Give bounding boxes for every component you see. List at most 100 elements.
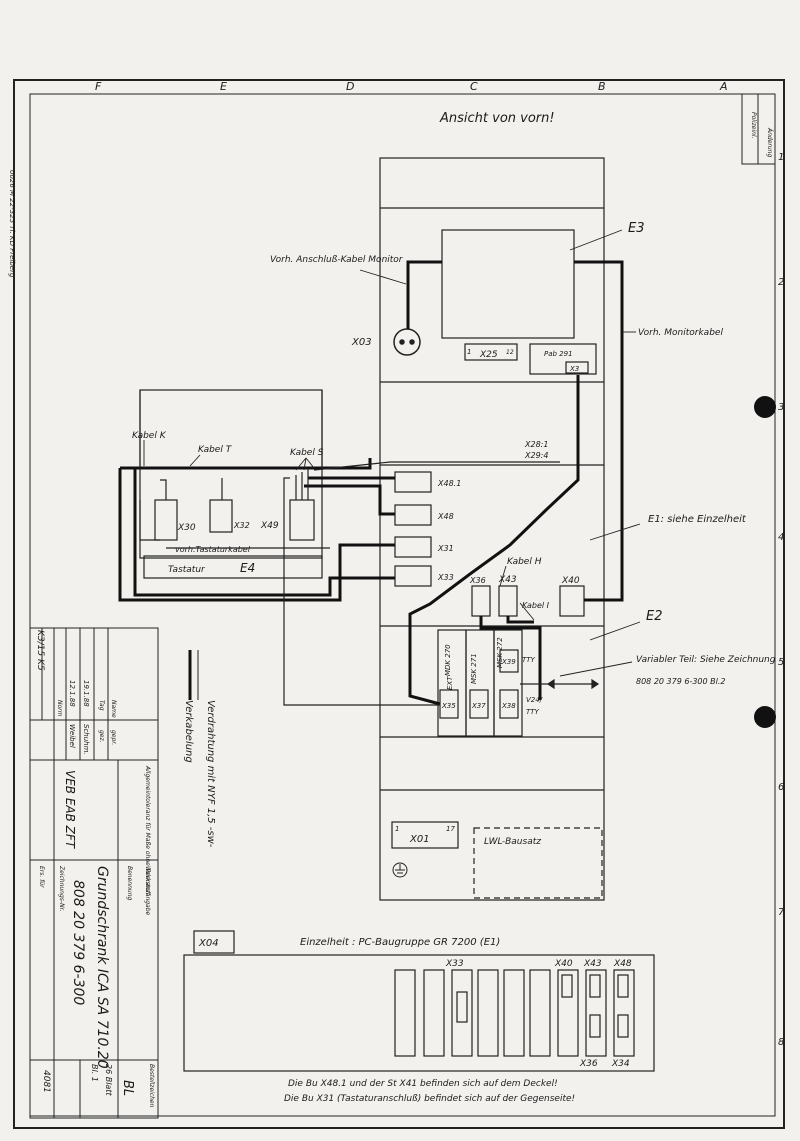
x31-connector: [394, 536, 432, 558]
leader-lines: [143, 229, 641, 677]
tb-date2: 19.1.88: [82, 680, 90, 707]
legend-thick: Verkabelung: [183, 700, 194, 763]
zone-number-4: 4: [778, 532, 784, 543]
monitor-cable-label: Vorh. Anschluß-Kabel Monitor: [270, 255, 404, 265]
e3-label: E3: [628, 221, 645, 236]
variabler-label: Variabler Teil: Siehe Zeichnung: [636, 655, 776, 665]
x49-plug: [289, 499, 315, 541]
zone-letter-e: E: [220, 80, 227, 93]
detail-x33: X33: [445, 959, 464, 969]
zone-letter-f: F: [95, 80, 102, 93]
tastatur-e4: [143, 555, 323, 579]
x32-plug: [209, 499, 233, 533]
svg-text:Polizeinl.: Polizeinl.: [750, 112, 757, 139]
x48-1-label: X48.1: [437, 479, 461, 488]
tb-ersatz: Ers. für: [38, 866, 45, 888]
cabinet: [379, 157, 605, 901]
x43-connector: [498, 585, 518, 617]
x01-pin17: 17: [446, 825, 455, 833]
x38-label: X38: [501, 702, 516, 710]
tb-company: VEB EAB ZFT: [63, 770, 77, 850]
x48-label: X48: [437, 512, 454, 521]
detail-x34: X34: [611, 1059, 630, 1069]
svg-text:Änderung: Änderung: [766, 127, 773, 157]
detail-title: Einzelheit : PC-Baugruppe GR 7200 (E1): [300, 937, 500, 948]
note-line2: Die Bu X31 (Tastaturanschluß) befindet s…: [284, 1094, 575, 1104]
x39-label: X39: [501, 658, 516, 666]
detail-labels: X04 Einzelheit : PC-Baugruppe GR 7200 (E…: [198, 937, 632, 1069]
zone-letter-d: D: [346, 80, 354, 93]
zone-letter-b: B: [598, 80, 606, 93]
zone-number-3: 3: [778, 402, 784, 413]
tb-benennung: Benennung: [126, 866, 133, 901]
x36-connector: [471, 585, 491, 617]
x01-label: X01: [409, 834, 430, 845]
tb-material: Werkstoff: [144, 866, 151, 896]
tb-norm: Norm: [56, 700, 63, 717]
x35-label: X35: [441, 702, 456, 710]
tb-doc-no: 4081: [41, 1070, 51, 1093]
x33-connector: [394, 565, 432, 587]
x49-label: X49: [260, 521, 279, 531]
x36-label: X36: [469, 576, 486, 585]
tb-sheet-no: Bl. 1: [90, 1064, 99, 1082]
tty2-label: TTY: [526, 708, 540, 716]
tb-name: Grundschrank ICA SA 710.20: [94, 866, 110, 1069]
x25-label: X25: [479, 350, 498, 360]
tb-zeichnungsnr-label: Zeichnungs-Nr.: [58, 865, 65, 911]
outer-frame: [13, 79, 785, 1129]
tastatur-label: Tastatur: [168, 565, 206, 575]
zone-number-2: 2: [778, 277, 784, 288]
lwl-bausatz: [473, 827, 603, 899]
lwl-label: LWL-Bausatz: [484, 837, 541, 847]
x30-label: X30: [177, 523, 196, 533]
x30-plug: [154, 499, 178, 541]
x31-label: X31: [437, 544, 454, 553]
cables-thick: [118, 260, 624, 706]
tb-code: K3/15 K5: [35, 630, 45, 671]
ground-icon: [392, 862, 408, 878]
tty-label: TTY: [522, 656, 536, 664]
title-block-text: K3/15 K5 12.1.88 19.1.88 gez. gepr. Weib…: [35, 630, 155, 1108]
tb-gepr: gepr.: [110, 730, 117, 745]
x29-label: X29:4: [524, 451, 548, 460]
x04-box: [193, 930, 235, 954]
zone-number-5: 5: [778, 657, 784, 668]
detail-board: [183, 930, 655, 1072]
x03-label: X03: [351, 337, 372, 348]
detail-x43: X43: [583, 959, 602, 969]
note-line1: Die Bu X48.1 und der St X41 befinden sic…: [288, 1079, 558, 1089]
tb-sheet-label: Bestellzeichen: [148, 1064, 155, 1108]
variabler-number: 808 20 379 6-300 Bl.2: [636, 677, 725, 686]
tb-name-col: Name: [110, 700, 117, 718]
zone-letter-c: C: [470, 80, 478, 93]
punch-hole-bottom: [754, 706, 776, 728]
kabel-t-label: Kabel T: [198, 445, 233, 455]
x40-connector: [559, 585, 585, 617]
detail-x36: X36: [579, 1059, 598, 1069]
x01-terminal: [391, 821, 459, 849]
e2-label: E2: [646, 609, 663, 624]
x33-label: X33: [437, 573, 454, 582]
zone-number-7: 7: [778, 907, 785, 918]
x3-label: X3: [569, 365, 579, 373]
cables-thin: [139, 390, 600, 706]
mdk-label: MDK 270: [444, 644, 452, 676]
tb-sheets: 26 Blatt: [104, 1064, 113, 1096]
msk-label: MSK 271: [470, 653, 478, 684]
title-block: [29, 627, 159, 1119]
x37-label: X37: [471, 702, 486, 710]
v24-label: V24/: [526, 696, 543, 704]
x3-connector: [565, 361, 589, 374]
x01-pin1: 1: [395, 825, 399, 833]
tb-sign2: Schuhm.: [82, 724, 90, 755]
revision-box: Polizeinl. Änderung: [741, 93, 776, 165]
ext-label: EXT: [446, 676, 454, 690]
kabel-i-label: Kabel I: [522, 601, 550, 610]
notes: Die Bu X48.1 und der St X41 befinden sic…: [284, 1079, 575, 1104]
x43-label: X43: [498, 575, 517, 585]
x48-1-connector: [394, 471, 432, 493]
msk2-label: MSK 272: [496, 637, 504, 668]
tb-date1: 12.1.88: [68, 680, 76, 707]
